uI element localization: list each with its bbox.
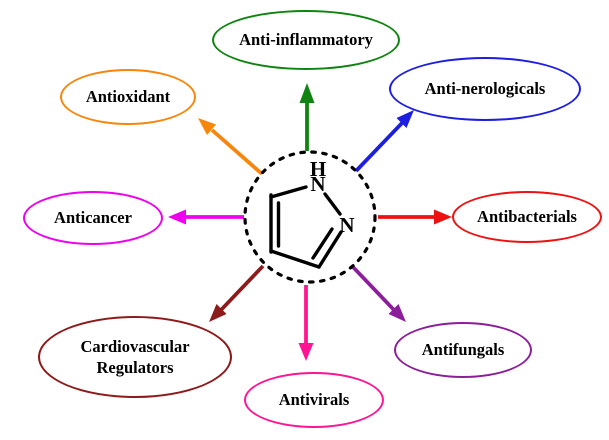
bond-c3-n2-double <box>311 227 334 260</box>
arrow-antioxidant <box>198 118 264 176</box>
arrow-antibacterials <box>378 209 452 225</box>
node-anti-nerologicals: Anti-nerologicals <box>389 57 581 121</box>
node-anticancer: Anticancer <box>23 191 163 245</box>
arrow-anticancer <box>168 209 244 225</box>
node-label: Anti-inflammatory <box>239 30 373 50</box>
node-label: Antivirals <box>278 390 350 410</box>
bond-n2-n1 <box>323 192 342 216</box>
atom-label-n2: N <box>339 213 354 237</box>
atom-label-n1: N <box>310 172 325 196</box>
dashed-circle <box>243 150 377 284</box>
bond-n1-c5 <box>269 185 308 199</box>
arrow-cardiovascular-regulators <box>209 264 265 322</box>
arrow-anti-nerologicals <box>354 110 414 173</box>
node-label: Antibacterials <box>477 207 577 227</box>
node-antivirals: Antivirals <box>244 372 384 428</box>
node-label: Cardiovascular Regulators <box>80 336 190 377</box>
node-antifungals: Antifungals <box>394 322 532 378</box>
node-antioxidant: Antioxidant <box>60 69 196 125</box>
node-label: Anti-nerologicals <box>424 79 546 99</box>
node-anti-inflammatory: Anti-inflammatory <box>212 10 400 70</box>
node-antibacterials: Antibacterials <box>452 191 602 243</box>
arrow-antifungals <box>350 264 406 322</box>
node-cardiovascular-regulators: Cardiovascular Regulators <box>38 316 232 398</box>
node-label: Antioxidant <box>85 87 171 107</box>
node-label: Antifungals <box>421 340 505 360</box>
node-label: Anticancer <box>54 208 132 228</box>
arrow-antivirals <box>298 285 314 361</box>
bond-c4-c3 <box>269 249 321 269</box>
bond-c3-n2 <box>317 230 343 269</box>
pyrazole-molecule-icon: H N N <box>243 150 377 284</box>
arrow-anti-inflammatory <box>299 83 315 151</box>
atom-label-h: H <box>310 157 326 181</box>
